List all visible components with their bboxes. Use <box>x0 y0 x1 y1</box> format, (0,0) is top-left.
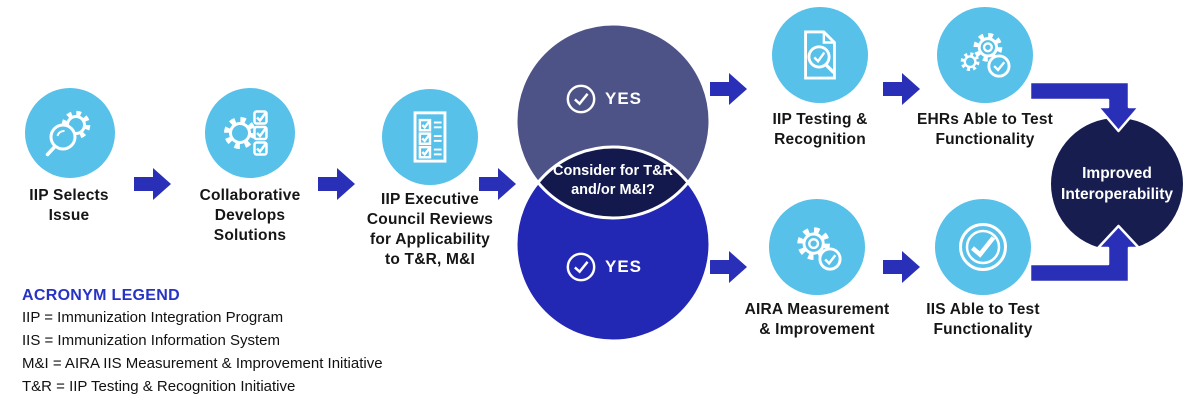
label-line: for Applicability <box>370 231 490 248</box>
flow-arrow <box>134 168 171 200</box>
legend-item: IIS = Immunization Information System <box>22 331 281 349</box>
venn-question: Consider for T&R and/or M&I? <box>533 162 693 200</box>
label-line: Solutions <box>213 227 287 244</box>
search-gear-icon <box>45 110 91 157</box>
label-line: Collaborative <box>199 187 301 204</box>
label-line: AIRA Measurement <box>744 301 890 318</box>
document-review-icon <box>804 30 836 80</box>
label-line: Consider for T&R <box>552 163 674 179</box>
node-ehrs-able-to-test <box>937 7 1033 103</box>
legend-item: M&I = AIRA IIS Measurement & Improvement… <box>22 354 383 372</box>
label-line: Recognition <box>774 131 866 148</box>
label-aira-measurement-improvement: AIRA Measurement & Improvement <box>727 300 907 340</box>
venn-yes-bottom: YES <box>565 251 642 283</box>
label-line: Functionality <box>935 131 1035 148</box>
label-collaborative-develops-solutions: Collaborative Develops Solutions <box>184 186 316 246</box>
label-line: EHRs Able to Test <box>916 111 1054 128</box>
label-line: Interoperability <box>1061 186 1173 203</box>
node-collaborative-develops-solutions <box>205 88 295 178</box>
node-iip-testing-recognition <box>772 7 868 103</box>
label-iip-selects-issue: IIP Selects Issue <box>9 186 129 226</box>
check-circle-icon <box>566 84 596 114</box>
label-line: IIP Selects <box>29 187 109 204</box>
gear-check-icon <box>797 227 842 271</box>
label-improved-interoperability: Improved Interoperability <box>1049 163 1185 205</box>
label-line: and/or M&I? <box>571 182 655 198</box>
label-ehrs-able-to-test: EHRs Able to Test Functionality <box>900 110 1070 150</box>
elbow-arrow-down <box>1028 80 1141 133</box>
label-line: IIP Executive <box>381 191 479 208</box>
label-iip-executive-council: IIP Executive Council Reviews for Applic… <box>350 190 510 270</box>
flow-arrow <box>710 251 747 283</box>
yes-label: YES <box>605 257 643 276</box>
legend-item: IIP = Immunization Integration Program <box>22 308 284 326</box>
label-line: Council Reviews <box>366 211 494 228</box>
venn-top-outline <box>514 22 712 220</box>
outcome-circle <box>1051 118 1183 250</box>
flow-arrow <box>318 168 355 200</box>
legend-item: T&R = IIP Testing & Recognition Initiati… <box>22 377 296 395</box>
check-circle-icon <box>566 252 596 282</box>
label-iip-testing-recognition: IIP Testing & Recognition <box>745 110 895 150</box>
elbow-arrow-up <box>1028 224 1141 284</box>
acronym-legend: ACRONYM LEGEND IIP = Immunization Integr… <box>22 287 383 397</box>
venn-overlap-region <box>516 147 710 218</box>
label-line: to T&R, M&I <box>384 251 476 268</box>
label-line: IIS Able to Test <box>926 301 1040 318</box>
flow-arrow <box>883 251 920 283</box>
flow-arrow <box>479 168 516 200</box>
label-iis-able-to-test: IIS Able to Test Functionality <box>898 300 1068 340</box>
checklist-icon <box>413 111 447 163</box>
label-line: Develops <box>214 207 286 224</box>
label-line: Functionality <box>933 321 1033 338</box>
gears-check-icon <box>960 32 1011 78</box>
circle-check-icon <box>959 223 1007 271</box>
venn-bottom-outline <box>514 145 712 343</box>
yes-label: YES <box>605 89 643 108</box>
label-line: & Improvement <box>759 321 875 338</box>
label-line: IIP Testing & <box>772 111 868 128</box>
flow-arrow <box>710 73 747 105</box>
venn-yes-top: YES <box>565 83 642 115</box>
label-line: Improved <box>1082 165 1152 182</box>
node-iis-able-to-test <box>935 199 1031 295</box>
label-line: Issue <box>48 207 90 224</box>
node-iip-executive-council <box>382 89 478 185</box>
node-aira-measurement-improvement <box>769 199 865 295</box>
gear-checklist-icon <box>224 110 268 156</box>
flow-arrow <box>883 73 920 105</box>
legend-heading: ACRONYM LEGEND <box>22 287 180 304</box>
node-iip-selects-issue <box>25 88 115 178</box>
